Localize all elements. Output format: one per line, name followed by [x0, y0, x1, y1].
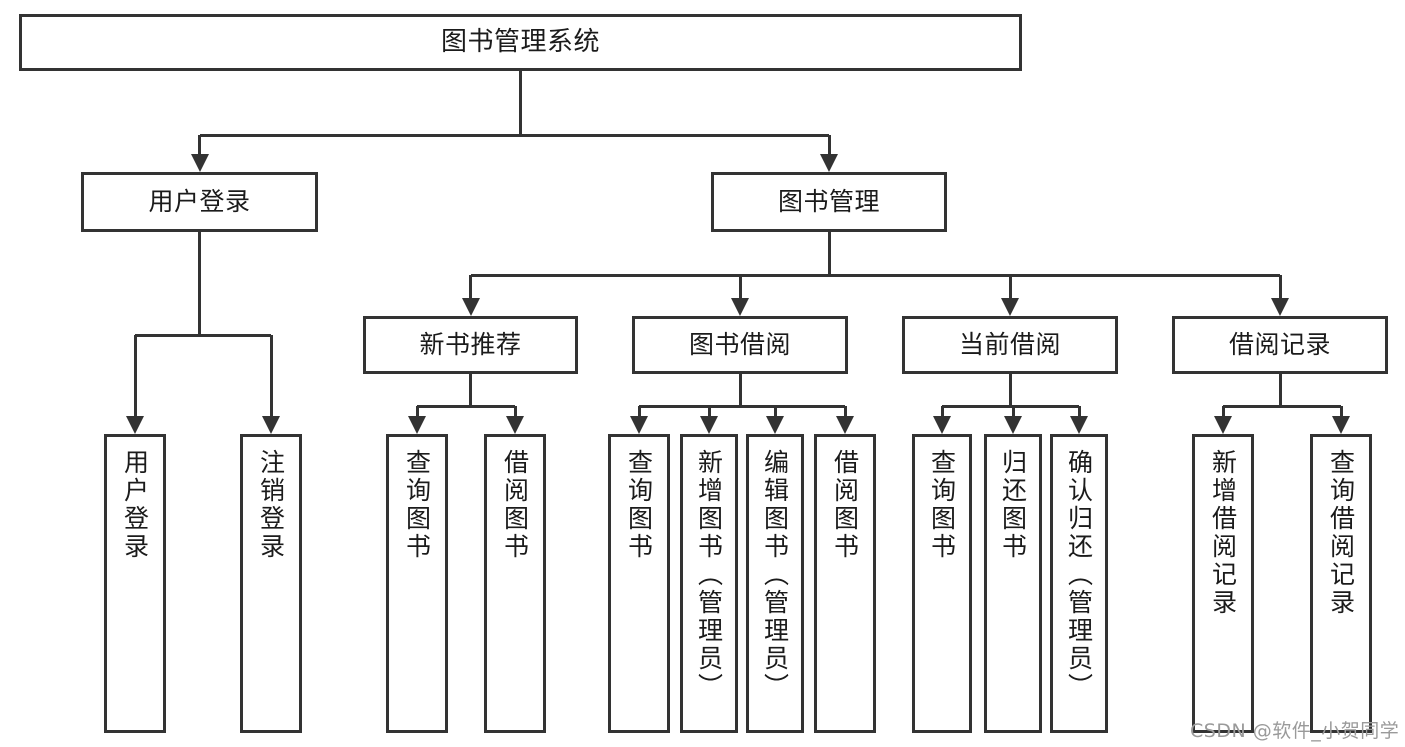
node-label: 借阅图书	[500, 449, 530, 561]
arrowhead-icon-leaf-borrow-book-1	[506, 416, 524, 434]
arrowhead-icon-leaf-user-login	[126, 416, 144, 434]
node-leaf-add-book[interactable]: 新增图书（管理员）	[680, 434, 738, 733]
node-leaf-query-book-3[interactable]: 查询图书	[912, 434, 972, 733]
node-leaf-user-login[interactable]: 用户登录	[104, 434, 166, 733]
node-label: 当前借阅	[958, 329, 1061, 359]
connector-new-book-recommend-stem	[469, 374, 472, 406]
node-leaf-confirm-return[interactable]: 确认归还（管理员）	[1050, 434, 1108, 733]
connector-book-manage-drop-1	[469, 275, 472, 298]
node-leaf-query-record[interactable]: 查询借阅记录	[1310, 434, 1372, 733]
connector-new-book-recommend-drop-2	[513, 406, 517, 416]
node-leaf-borrow-book-2[interactable]: 借阅图书	[814, 434, 876, 733]
connector-borrow-record-drop-1	[1221, 406, 1225, 416]
arrowhead-icon-leaf-query-record	[1332, 416, 1350, 434]
node-root-system[interactable]: 图书管理系统	[19, 14, 1022, 71]
node-label: 注销登录	[256, 449, 286, 561]
node-label: 查询借阅记录	[1326, 449, 1356, 617]
connector-borrow-record-drop-2	[1339, 406, 1343, 416]
arrowhead-icon-leaf-query-book-2	[630, 416, 648, 434]
connector-current-borrow-drop-1	[940, 406, 944, 416]
arrowhead-icon-leaf-query-book-3	[933, 416, 951, 434]
connector-book-manage-drop-3	[1008, 275, 1012, 298]
connector-root-drop-book-manage	[827, 135, 831, 154]
node-label: 确认归还（管理员）	[1064, 449, 1094, 701]
node-label: 查询图书	[402, 449, 432, 561]
node-book-manage[interactable]: 图书管理	[711, 172, 947, 232]
arrowhead-icon-new-book-recommend	[461, 298, 480, 316]
connector-user-login-bus	[135, 333, 271, 337]
connector-current-borrow-stem	[1008, 374, 1012, 406]
node-label: 借阅图书	[830, 449, 860, 561]
node-leaf-user-logout[interactable]: 注销登录	[240, 434, 302, 733]
connector-current-borrow-bus	[942, 404, 1079, 408]
arrowhead-icon-leaf-borrow-book-2	[836, 416, 854, 434]
connector-user-login-drop-2	[269, 335, 273, 416]
arrowhead-icon-book-manage	[820, 154, 838, 172]
connector-borrow-record-stem	[1278, 374, 1282, 406]
connector-borrow-record-bus	[1223, 404, 1341, 408]
connector-new-book-recommend-drop-1	[415, 406, 419, 416]
connector-root-bus	[199, 133, 829, 137]
arrowhead-icon-leaf-confirm-return	[1070, 416, 1088, 434]
connector-book-manage-stem	[827, 232, 831, 275]
node-leaf-add-record[interactable]: 新增借阅记录	[1192, 434, 1254, 733]
arrowhead-icon-leaf-user-logout	[262, 416, 280, 434]
connector-new-book-recommend-bus	[417, 404, 515, 408]
node-label: 新增图书（管理员）	[694, 449, 724, 701]
node-label: 新书推荐	[419, 329, 522, 359]
connector-current-borrow-drop-3	[1077, 406, 1081, 416]
node-leaf-edit-book[interactable]: 编辑图书（管理员）	[746, 434, 804, 733]
node-leaf-return-book[interactable]: 归还图书	[984, 434, 1042, 733]
connector-root-stem	[519, 71, 522, 135]
connector-book-manage-bus	[470, 273, 1280, 277]
arrowhead-icon-book-borrow	[731, 298, 749, 316]
node-new-book-recommend[interactable]: 新书推荐	[363, 316, 578, 374]
node-label: 查询图书	[624, 449, 654, 561]
node-label: 图书管理系统	[440, 26, 600, 57]
connector-book-manage-drop-4	[1278, 275, 1282, 298]
connector-root-drop-user-login	[198, 135, 201, 154]
arrowhead-icon-leaf-query-book-1	[408, 416, 426, 434]
connector-book-borrow-stem	[738, 374, 742, 406]
node-book-borrow[interactable]: 图书借阅	[632, 316, 848, 374]
connector-current-borrow-drop-2	[1011, 406, 1015, 416]
node-borrow-record[interactable]: 借阅记录	[1172, 316, 1388, 374]
connector-user-login-drop-1	[133, 335, 137, 416]
node-current-borrow[interactable]: 当前借阅	[902, 316, 1118, 374]
node-label: 新增借阅记录	[1208, 449, 1238, 617]
arrowhead-icon-leaf-add-record	[1214, 416, 1232, 434]
arrowhead-icon-leaf-edit-book	[766, 416, 784, 434]
connector-book-borrow-drop-2	[707, 406, 711, 416]
node-label: 用户登录	[120, 449, 150, 561]
node-leaf-query-book-1[interactable]: 查询图书	[386, 434, 448, 733]
node-label: 图书借阅	[688, 329, 791, 359]
node-user-login[interactable]: 用户登录	[81, 172, 318, 232]
node-leaf-query-book-2[interactable]: 查询图书	[608, 434, 670, 733]
node-leaf-borrow-book-1[interactable]: 借阅图书	[484, 434, 546, 733]
arrowhead-icon-user-login	[190, 154, 209, 172]
node-label: 编辑图书（管理员）	[760, 449, 790, 701]
arrowhead-icon-current-borrow	[1001, 298, 1019, 316]
node-label: 借阅记录	[1228, 329, 1331, 359]
connector-book-borrow-drop-4	[843, 406, 847, 416]
node-label: 用户登录	[148, 186, 251, 216]
node-label: 归还图书	[998, 449, 1028, 561]
node-label: 查询图书	[927, 449, 957, 561]
connector-book-borrow-drop-1	[637, 406, 641, 416]
arrowhead-icon-leaf-return-book	[1004, 416, 1022, 434]
watermark-label: CSDN @软件_小贺同学	[1190, 720, 1400, 742]
arrowhead-icon-borrow-record	[1271, 298, 1289, 316]
connector-user-login-stem	[198, 232, 201, 335]
connector-book-borrow-bus	[639, 404, 845, 408]
connector-book-borrow-drop-3	[773, 406, 777, 416]
connector-book-manage-drop-2	[738, 275, 742, 298]
node-label: 图书管理	[777, 186, 880, 216]
arrowhead-icon-leaf-add-book	[700, 416, 718, 434]
